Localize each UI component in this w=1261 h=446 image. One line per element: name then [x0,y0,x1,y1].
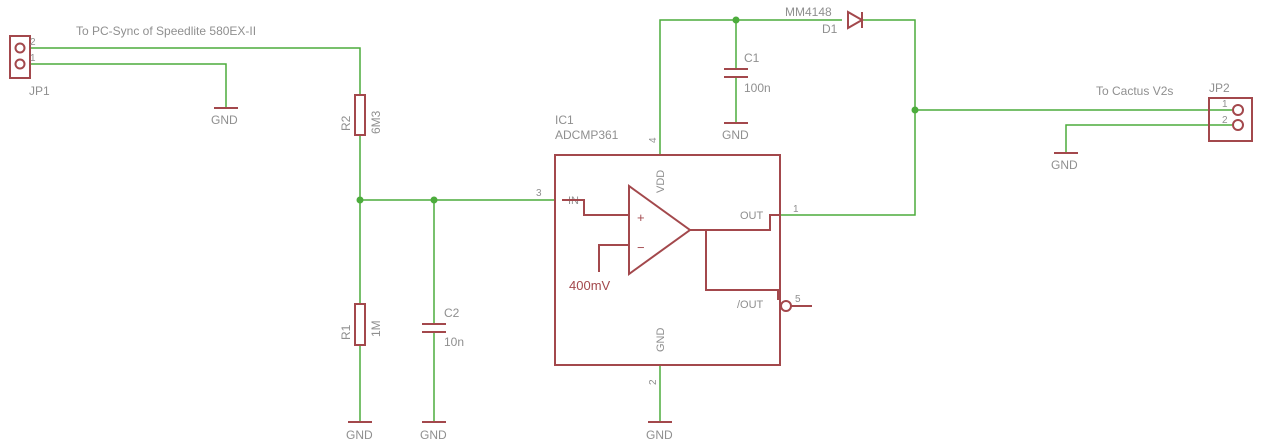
r1-value: 1M [369,320,383,337]
gnd-r1: GND [346,421,373,442]
reference-voltage: 400mV [569,278,611,293]
gnd-jp2: GND [1051,152,1078,172]
resistor-r2: R2 6M3 [339,94,383,136]
jp1-label: JP1 [29,84,50,98]
r1-label: R1 [339,324,353,340]
wire-jp1-pin1-to-gnd [30,63,227,108]
d1-anode-triangle [847,10,865,30]
gnd-label: GND [646,428,673,442]
ic-pin-gnd-number: 2 [648,379,659,385]
jp1-body [9,35,31,79]
jp2-pin2-pad [1232,119,1244,131]
jp2-pin1-pad [1232,104,1244,116]
connector-jp1: 2 1 JP1 To PC-Sync of Speedlite 580EX-II [9,24,256,98]
ic-internal-in-trace [562,199,629,216]
c1-value: 100n [744,81,771,95]
r1-body [354,303,366,346]
wire-jp2-pin2-to-gnd [1065,124,1232,153]
r2-value: 6M3 [369,110,383,134]
ic-pin-vdd-number: 4 [648,137,659,143]
jp1-pin2-number: 2 [30,37,36,48]
comparator-triangle [628,184,692,276]
ic-part: ADCMP361 [555,128,619,142]
r2-body [354,94,366,136]
ic-internal-nout-trace [705,230,779,300]
ic-pin-nout-label: /OUT [737,299,764,311]
gnd-label: GND [211,113,238,127]
gnd-label: GND [1051,158,1078,172]
comparator-plus-sign: + [637,210,645,225]
jp1-note: To PC-Sync of Speedlite 580EX-II [76,24,256,38]
jp1-pin1-number: 1 [30,53,36,64]
gnd-ic: GND [646,421,673,442]
jp1-pin1-pad [14,58,26,70]
ic-pin-out-label: OUT [740,210,764,222]
gnd-label: GND [722,128,749,142]
connector-jp2: 1 2 JP2 To Cactus V2s [1096,81,1253,142]
jp2-pin1-number: 1 [1222,99,1228,110]
wires [30,19,1232,422]
ic-label: IC1 [555,113,574,127]
junction-dot [356,196,364,204]
resistor-r1: R1 1M [339,303,383,346]
junction-dot [911,106,919,114]
gnd-c2: GND [420,421,447,442]
ic-pin-in-number: 3 [536,188,542,199]
ic-pin-nout-number: 5 [795,294,801,305]
capacitor-c2: C2 10n [422,306,464,349]
c1-label: C1 [744,51,760,65]
jp2-note: To Cactus V2s [1096,84,1173,98]
gnd-label: GND [346,428,373,442]
c2-value: 10n [444,335,464,349]
capacitor-c1: C1 100n [724,51,771,95]
ic-pin-vdd-label: VDD [655,170,667,193]
jp2-label: JP2 [1209,81,1230,95]
diode-d1: MM4148 D1 [785,5,865,36]
wire-vdd-rail [659,19,842,155]
ic-body [554,154,781,366]
ic-internal-ref-trace [598,244,629,272]
junction-dot [732,16,740,24]
jp2-pin2-number: 2 [1222,115,1228,126]
junction-dot [430,196,438,204]
c2-label: C2 [444,306,460,320]
jp2-body [1208,97,1253,142]
ic-pin-out-number: 1 [793,204,799,215]
nout-inversion-bubble [780,300,792,312]
gnd-jp1: GND [211,107,238,127]
d1-label: D1 [822,22,838,36]
gnd-c1: GND [722,122,749,142]
ic-adcmp361: IC1 ADCMP361 3 IN 4 VDD 1 OUT 5 /OUT GND… [536,113,812,385]
junctions [356,16,919,204]
wire-diode-to-out [780,19,916,216]
ic-internal-out-trace [690,214,780,231]
d1-part: MM4148 [785,5,832,19]
jp1-pin2-pad [14,42,26,54]
comparator-minus-sign: − [637,240,645,255]
r2-label: R2 [339,115,353,131]
wire-jp1-pin2-to-r2 [30,47,361,95]
ic-pin-gnd-label: GND [655,328,667,353]
ground-symbols: GND GND GND GND GND GND [211,107,1078,442]
gnd-label: GND [420,428,447,442]
